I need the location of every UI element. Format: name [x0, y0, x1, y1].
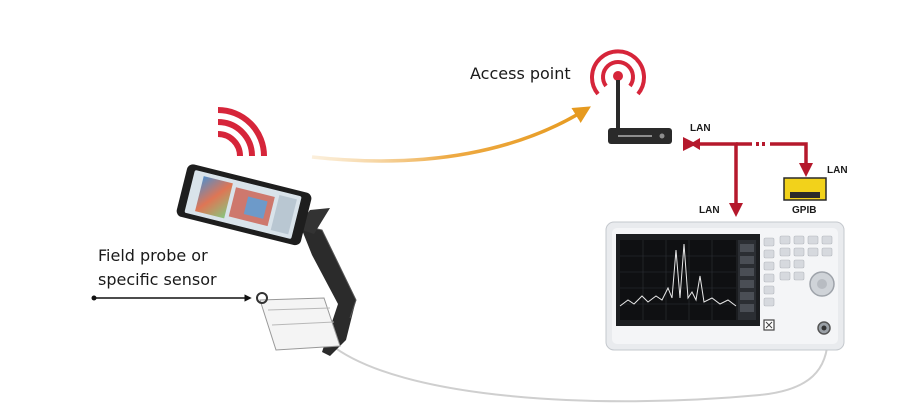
- spectrum-analyzer: [605, 221, 845, 351]
- probe-label-line2: specific sensor: [98, 270, 217, 289]
- lan-link-gap-dots: [756, 142, 765, 146]
- wireless-link-arrow: [311, 106, 591, 163]
- access-point-label: Access point: [470, 64, 571, 83]
- probe-label-line1: Field probe or: [98, 246, 208, 265]
- wifi-signal-icon: [217, 107, 267, 157]
- lan-label-bottom: LAN: [699, 205, 720, 216]
- gpib-label: GPIB: [792, 205, 817, 216]
- access-point-router: [608, 80, 672, 144]
- smartphone-with-mount: [176, 164, 357, 356]
- lan-label-top: LAN: [690, 123, 711, 134]
- probe-loop: [256, 292, 268, 304]
- wifi-signal-icon: [590, 49, 646, 96]
- probe-cable: [329, 334, 829, 403]
- lan-label-right: LAN: [827, 165, 848, 176]
- gpib-adapter: [783, 177, 827, 201]
